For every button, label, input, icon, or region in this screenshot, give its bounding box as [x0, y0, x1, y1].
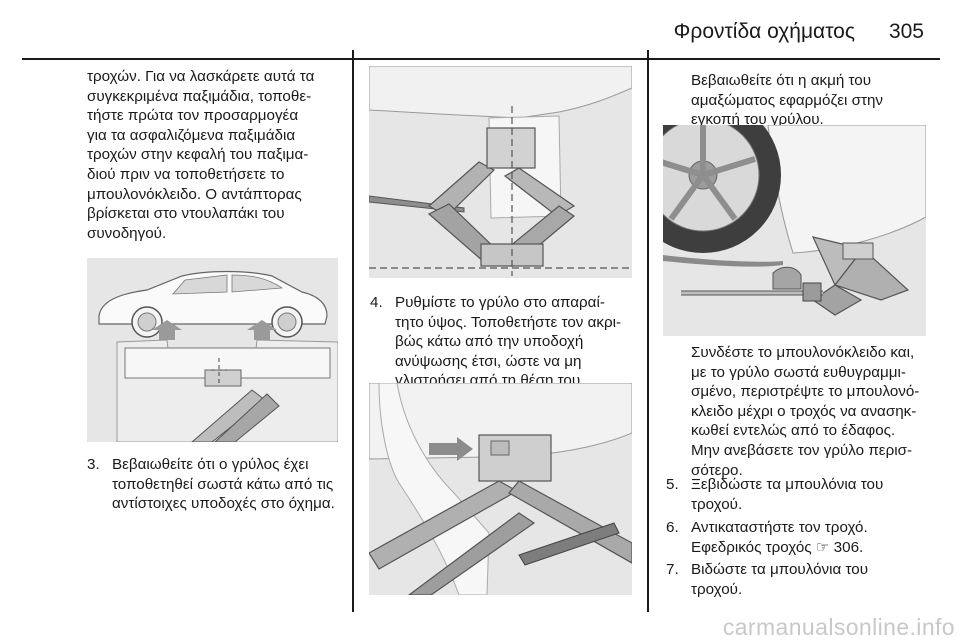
column-divider-2 — [647, 50, 649, 612]
car-jack-points-illustration — [87, 258, 338, 442]
text-line: Ρυθμίστε το γρύλο στο απαραί- — [395, 294, 605, 311]
text-line: βρίσκεται στο ντουλαπάκι του — [87, 205, 285, 223]
jack-height-svg — [369, 66, 632, 278]
text-line: αμαξώματος εφαρμόζει στην — [691, 91, 883, 109]
step-text: Ρυθμίστε το γρύλο στο απαραί- τητο ύψος.… — [395, 293, 621, 391]
text-line: αντίστοιχες υποδοχές στο όχημα. — [112, 495, 335, 513]
car-illustration-svg — [87, 258, 338, 442]
text-line: Αντικαταστήστε τον τροχό. — [691, 519, 868, 536]
step-text: Ξεβιδώστε τα μπουλόνια του τροχού. — [691, 475, 883, 514]
step-number: 7. — [666, 561, 679, 578]
page-header: Φροντίδα οχήματος 305 — [0, 10, 960, 60]
text-line: τροχού. — [691, 580, 743, 598]
step-text: Βιδώστε τα μπουλόνια του τροχού. — [691, 560, 868, 599]
text-line: τητο ύψος. Τοποθετήστε τον ακρι- — [395, 313, 622, 331]
step-7: 7. Βιδώστε τα μπουλόνια του τροχού. — [666, 560, 956, 604]
step-number: 4. — [370, 294, 383, 311]
text-line: Ξεβιδώστε τα μπουλόνια του — [691, 476, 884, 493]
step-4: 4. Ρυθμίστε το γρύλο στο απαραί- τητο ύψ… — [370, 293, 645, 393]
text-line: Βεβαιωθείτε ότι η ακμή του — [691, 72, 872, 89]
step-number: 3. — [87, 456, 100, 473]
text-line: συνοδηγού. — [87, 224, 167, 242]
text-line: Συνδέστε το μπουλονόκλειδο και, — [691, 344, 915, 361]
page-number: 305 — [888, 20, 924, 43]
text-line: τήστε πρώτα τον προσαρμογέα — [87, 107, 299, 125]
text-line: μπουλονόκλειδο. Ο αντάπτορας — [87, 185, 302, 203]
text-line: τροχών. Για να λασκάρετε αυτά τα — [87, 68, 315, 85]
text-line: Μην ανεβάσετε τον γρύλο περισ- — [691, 441, 913, 459]
text-line: για τα ασφαλιζόμενα παξιμάδια — [87, 126, 296, 144]
text-line: κλειδο μέχρι ο τροχός να ανασηκ- — [691, 402, 917, 420]
text-line: τροχού. — [691, 495, 743, 513]
text-line: Βεβαιωθείτε ότι ο γρύλος έχει — [112, 456, 309, 473]
text-line: τοποθετηθεί σωστά κάτω από τις — [112, 475, 334, 493]
watermark: carmanualsonline.info — [722, 614, 955, 640]
text-line: τροχών στην κεφαλή του παξιμα- — [87, 146, 309, 164]
text-line: κωθεί εντελώς από το έδαφος. — [691, 422, 896, 440]
spare-wheel-link[interactable]: Εφεδρικός τροχός ☞ 306. — [691, 538, 864, 556]
step-number: 6. — [666, 519, 679, 536]
text-line: με το γρύλο σωστά ευθυγραμμι- — [691, 363, 906, 381]
step-text: Αντικαταστήστε τον τροχό. Εφεδρικός τροχ… — [691, 518, 868, 557]
step-number: 5. — [666, 476, 679, 493]
jack-detail-svg — [369, 383, 632, 595]
step-5: 5. Ξεβιδώστε τα μπουλόνια του τροχού. — [666, 475, 956, 519]
jack-placement-detail-illustration — [369, 383, 632, 595]
header-rule — [22, 58, 940, 60]
text-line: ανύψωσης έτσι, ώστε να μη — [395, 352, 582, 370]
text-line: συγκεκριμένα παξιμάδια, τοποθε- — [87, 87, 312, 105]
column-divider-1 — [352, 50, 354, 612]
text-line: σμένο, περιστρέψτε το μπουλονό- — [691, 383, 920, 401]
jack-height-illustration — [369, 66, 632, 278]
wheel-jack-svg — [663, 125, 926, 336]
col3-intro-text: Βεβαιωθείτε ότι η ακμή του αμαξώματος εφ… — [691, 71, 883, 130]
wheel-jack-wrench-illustration — [663, 125, 926, 336]
text-line: Βιδώστε τα μπουλόνια του — [691, 561, 869, 578]
step-3: 3. Βεβαιωθείτε ότι ο γρύλος έχει τοποθετ… — [87, 455, 347, 515]
text-line: εγκοπή του γρύλου. — [691, 111, 824, 129]
text-line: σότερο. — [691, 461, 743, 479]
section-title: Φροντίδα οχήματος — [673, 20, 855, 43]
col1-intro-text: τροχών. Για να λασκάρετε αυτά τα συγκεκρ… — [87, 67, 314, 243]
text-line: βώς κάτω από την υποδοχή — [395, 333, 584, 351]
step-text: Βεβαιωθείτε ότι ο γρύλος έχει τοποθετηθε… — [112, 455, 335, 514]
step-6: 6. Αντικαταστήστε τον τροχό. Εφεδρικός τ… — [666, 518, 956, 562]
col3-paragraph: Συνδέστε το μπουλονόκλειδο και, με το γρ… — [691, 343, 919, 480]
text-line: διού πριν να τοποθετήσετε το — [87, 165, 285, 183]
